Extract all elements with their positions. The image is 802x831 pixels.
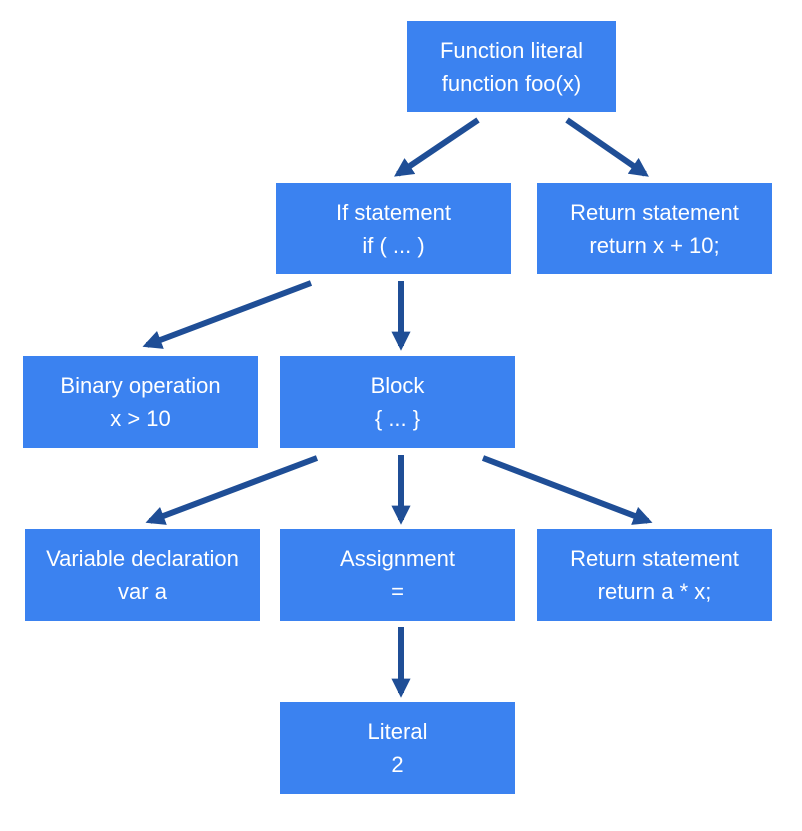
- node-block-title: Block: [370, 373, 425, 398]
- node-return-bottom-title: Return statement: [570, 546, 739, 571]
- edge-block-to-variable: [145, 455, 319, 525]
- node-block: Block { ... }: [280, 356, 515, 448]
- node-function-literal: Function literal function foo(x): [407, 21, 616, 112]
- node-binary-operation: Binary operation x > 10: [23, 356, 258, 448]
- edge-function-to-return-top: [565, 117, 649, 177]
- node-function-literal-detail: function foo(x): [441, 70, 582, 96]
- edge-if-to-binary: [142, 280, 313, 349]
- node-literal: Literal 2: [280, 702, 515, 794]
- node-function-literal-title: Function literal: [439, 37, 584, 63]
- node-variable-declaration: Variable declaration var a: [25, 529, 260, 621]
- edge-function-to-if: [394, 117, 480, 177]
- node-assignment-detail: =: [391, 579, 404, 604]
- node-variable-declaration-title: Variable declaration: [46, 546, 239, 571]
- node-literal-title: Literal: [367, 719, 428, 744]
- node-return-top-detail: return x + 10;: [589, 232, 720, 258]
- node-if-statement-detail: if ( ... ): [362, 232, 425, 258]
- edge-block-to-return-bottom: [481, 455, 653, 525]
- node-block-detail: { ... }: [374, 406, 421, 431]
- node-assignment-title: Assignment: [340, 546, 455, 571]
- node-if-statement-title: If statement: [336, 199, 451, 225]
- node-if-statement: If statement if ( ... ): [276, 183, 511, 274]
- node-binary-operation-detail: x > 10: [110, 406, 171, 431]
- node-literal-detail: 2: [391, 752, 404, 777]
- node-binary-operation-title: Binary operation: [60, 373, 221, 398]
- node-return-bottom-detail: return a * x;: [597, 579, 712, 604]
- node-assignment: Assignment =: [280, 529, 515, 621]
- node-return-statement-bottom: Return statement return a * x;: [537, 529, 772, 621]
- node-return-statement-top: Return statement return x + 10;: [537, 183, 772, 274]
- node-return-top-title: Return statement: [570, 199, 739, 225]
- node-variable-declaration-detail: var a: [118, 579, 167, 604]
